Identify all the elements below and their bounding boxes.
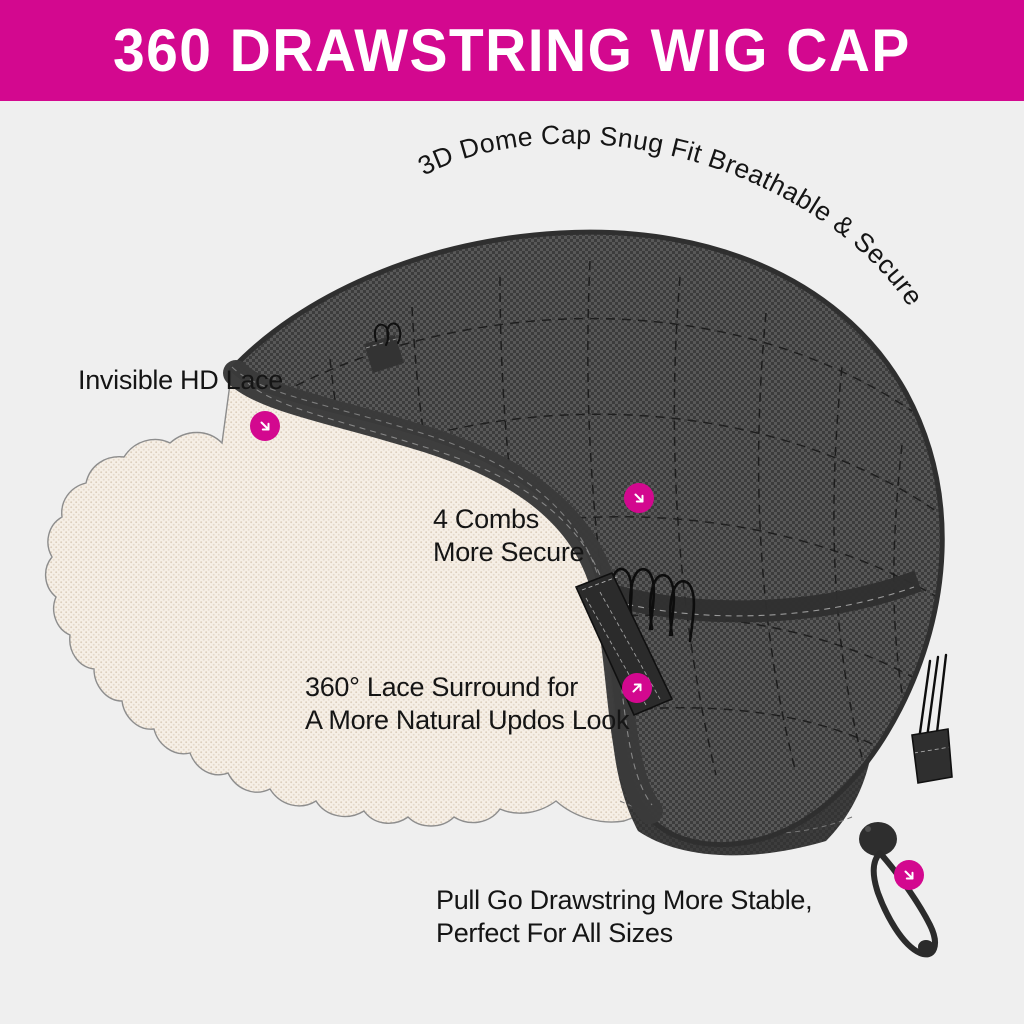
comb-tab-top-left	[364, 322, 404, 373]
arrow-down-right-icon	[260, 421, 270, 431]
header-banner: 360 DRAWSTRING WIG CAP	[0, 0, 1024, 101]
arrow-down-right-icon	[634, 493, 644, 503]
label-pull-go-drawstring: Pull Go Drawstring More Stable, Perfect …	[436, 885, 813, 948]
comb-right-side	[911, 653, 953, 784]
badge-360-surround	[622, 673, 652, 703]
product-illustration-stage: 3D Dome Cap Snug Fit Breathable & Secure…	[0, 101, 1024, 1024]
arrow-up-right-icon	[632, 683, 642, 693]
label-invisible-hd-lace: Invisible HD Lace	[78, 365, 283, 395]
label-4-combs: 4 Combs More Secure	[433, 504, 585, 567]
badge-combs	[624, 483, 654, 513]
drawstring	[859, 822, 938, 958]
label-360-lace-surround: 360° Lace Surround for A More Natural Up…	[305, 672, 630, 735]
page-title: 360 DRAWSTRING WIG CAP	[113, 16, 911, 84]
wig-cap-illustration	[45, 229, 953, 958]
arrow-down-right-icon	[904, 870, 914, 880]
badge-hd-lace	[250, 411, 280, 441]
badge-drawstring	[894, 860, 924, 890]
